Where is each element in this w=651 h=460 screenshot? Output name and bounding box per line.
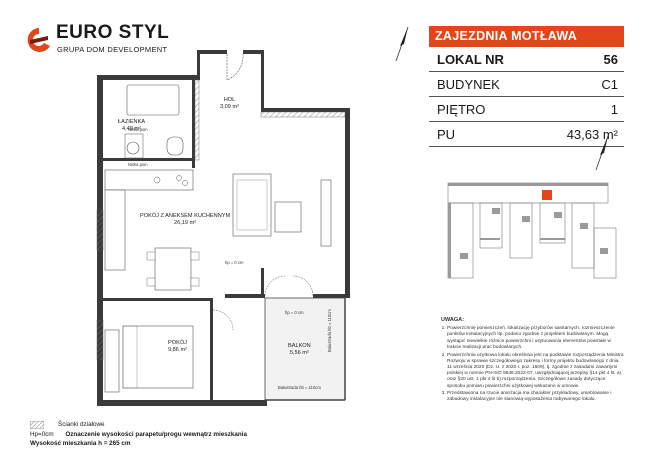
room-pokoj-name: POKÓJ xyxy=(168,340,187,346)
room-pokoj-aneks-name: POKÓJ Z ANEKSEM KUCHENNYM xyxy=(140,213,231,219)
room-pokoj: POKÓJ 9,86 m² xyxy=(168,340,187,354)
legend-height-text: Wysokość mieszkania h = 265 cm xyxy=(30,440,131,447)
room-balkon: BALKON 5,56 m² xyxy=(288,343,311,357)
room-balkon-name: BALKON xyxy=(288,343,311,349)
euro-styl-logo: EURO STYL GRUPA DOM DEVELOPMENT xyxy=(26,20,176,60)
legend-walls-row: Ścianki działowe xyxy=(30,420,390,430)
info-value-pietro: 1 xyxy=(610,101,618,117)
legend-hp-text: Oznaczenie wysokości parapetu/progu wewn… xyxy=(65,430,247,438)
info-value-pu: 43,63 m² xyxy=(566,126,618,142)
logo-brand: EURO STYL xyxy=(56,22,170,43)
hp-label-1: hp = 0 cm xyxy=(285,310,304,315)
north-arrow-icon xyxy=(395,26,409,62)
room-lazienka: ŁAZIENKA 4,49 m² xyxy=(118,119,145,133)
floor-plan xyxy=(96,50,350,406)
info-row-lokal: LOKAL NR 56 xyxy=(429,47,624,72)
notes-section: UWAGA: Powierzchnię pomieszczeń, lokaliz… xyxy=(429,317,624,405)
legend-walls-text: Ścianki działowe xyxy=(58,421,105,428)
room-lazienka-area: 4,49 m² xyxy=(122,126,141,132)
room-balkon-area: 5,56 m² xyxy=(289,350,309,356)
balustrada-label-v: Balustrada hb = 110cm xyxy=(327,309,332,352)
note-item: Powierzchnię pomieszczeń, lokalizację pr… xyxy=(447,326,624,351)
room-pokoj-aneks-area: 26,19 m² xyxy=(174,220,197,226)
info-value-budynek: C1 xyxy=(601,76,618,92)
room-lazienka-name: ŁAZIENKA xyxy=(118,119,146,125)
room-hol: HOL 3,09 m² xyxy=(220,97,239,111)
info-row-pietro: PIĘTRO 1 xyxy=(429,97,624,122)
info-label-pu: PU xyxy=(437,126,456,142)
info-value-lokal: 56 xyxy=(603,51,618,67)
info-label-pietro: PIĘTRO xyxy=(437,101,486,117)
room-hol-area: 3,09 m² xyxy=(220,104,239,110)
niska-pion-label-1: Niska pion xyxy=(128,127,148,132)
logo-mark-icon xyxy=(27,28,50,52)
balustrada-label-h: Balustrada hb = 110cm xyxy=(278,385,321,390)
project-title: ZAJEZDNIA MOTŁAWA xyxy=(429,26,624,47)
note-item: Powierzchnia użytkowa lokalu określona j… xyxy=(447,353,624,390)
logo-subtitle: GRUPA DOM DEVELOPMENT xyxy=(57,45,168,54)
hp-label-2: hp = 0 cm xyxy=(225,260,244,265)
info-row-budynek: BUDYNEK C1 xyxy=(429,72,624,97)
niska-pion-label-2: Niska pion xyxy=(128,162,148,167)
legend-hp-row: Hp=0cm Oznaczenie wysokości parapetu/pro… xyxy=(30,430,390,440)
info-label-budynek: BUDYNEK xyxy=(437,76,500,92)
note-item: Przedstawiona na rzucie aranżacja ma cha… xyxy=(447,391,624,403)
info-label-lokal: LOKAL NR xyxy=(437,51,504,67)
legend: Ścianki działowe Hp=0cm Oznaczenie wysok… xyxy=(30,420,390,449)
unit-marker xyxy=(542,190,552,200)
info-row-pu: PU 43,63 m² xyxy=(429,122,624,147)
hatch-swatch-icon xyxy=(30,420,44,429)
legend-hp-label: Hp=0cm xyxy=(30,430,54,438)
building-key-plan xyxy=(447,182,617,279)
room-pokoj-aneks: POKÓJ Z ANEKSEM KUCHENNYM 26,19 m² xyxy=(140,213,230,227)
room-hol-name: HOL xyxy=(223,97,236,103)
room-pokoj-area: 9,86 m² xyxy=(168,347,187,353)
info-panel: ZAJEZDNIA MOTŁAWA LOKAL NR 56 BUDYNEK C1… xyxy=(429,26,624,147)
notes-heading: UWAGA: xyxy=(441,317,464,323)
north-arrow-small-icon xyxy=(595,135,609,171)
